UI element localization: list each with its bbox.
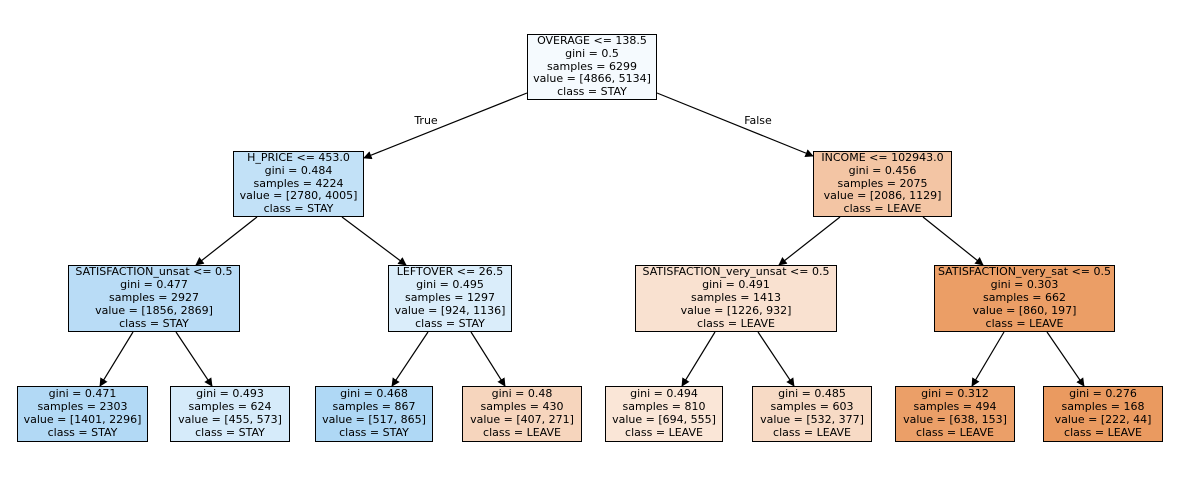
edge-income-left xyxy=(778,216,841,266)
node-gini: gini = 0.276 xyxy=(1069,387,1137,401)
node-value: value = [2780, 4005] xyxy=(239,189,358,203)
tree-leaf-5: gini = 0.494 samples = 810 value = [694,… xyxy=(605,386,723,442)
node-samples: samples = 1297 xyxy=(405,291,495,305)
edge-satverysat-left xyxy=(971,331,1005,387)
node-class: class = LEAVE xyxy=(843,202,922,216)
node-value: value = [924, 1136] xyxy=(394,303,506,317)
tree-node-income: INCOME <= 102943.0 gini = 0.456 samples … xyxy=(813,151,952,217)
node-samples: samples = 867 xyxy=(332,400,416,414)
node-gini: gini = 0.312 xyxy=(921,387,989,401)
node-condition: H_PRICE <= 453.0 xyxy=(247,150,350,164)
node-condition: INCOME <= 102943.0 xyxy=(821,150,944,164)
edge-root-true xyxy=(363,92,528,160)
node-class: class = STAY xyxy=(415,316,485,330)
tree-leaf-2: gini = 0.493 samples = 624 value = [455,… xyxy=(170,386,290,442)
node-value: value = [532, 377] xyxy=(760,413,864,426)
node-gini: gini = 0.491 xyxy=(702,278,770,292)
edge-label-false: False xyxy=(744,114,772,127)
tree-leaf-1: gini = 0.471 samples = 2303 value = [140… xyxy=(17,386,148,442)
node-class: class = LEAVE xyxy=(985,316,1064,330)
node-value: value = [1226, 932] xyxy=(680,303,792,317)
node-samples: samples = 603 xyxy=(770,400,854,414)
node-gini: gini = 0.468 xyxy=(340,387,408,401)
node-samples: samples = 430 xyxy=(480,400,564,414)
node-class: class = STAY xyxy=(119,316,189,330)
node-class: class = STAY xyxy=(263,202,334,216)
tree-node-leftover: LEFTOVER <= 26.5 gini = 0.495 samples = … xyxy=(388,265,512,332)
node-gini: gini = 0.493 xyxy=(196,387,264,401)
node-samples: samples = 6299 xyxy=(547,59,637,73)
node-value: value = [4866, 5134] xyxy=(533,72,651,86)
tree-node-satisfaction-very-sat: SATISFACTION_very_sat <= 0.5 gini = 0.30… xyxy=(934,265,1115,332)
node-gini: gini = 0.485 xyxy=(778,387,846,401)
tree-leaf-8: gini = 0.276 samples = 168 value = [222,… xyxy=(1043,386,1163,442)
edge-income-right xyxy=(922,216,984,266)
node-gini: gini = 0.495 xyxy=(416,278,484,292)
node-samples: samples = 662 xyxy=(983,291,1066,305)
edge-label-true: True xyxy=(414,114,438,127)
edge-root-false xyxy=(656,92,814,158)
edge-leftover-left xyxy=(391,331,429,387)
node-gini: gini = 0.477 xyxy=(120,278,188,292)
node-samples: samples = 810 xyxy=(622,400,706,414)
node-class: class = STAY xyxy=(339,425,409,439)
node-condition: OVERAGE <= 138.5 xyxy=(537,33,647,47)
edge-satunsat-right xyxy=(175,331,213,387)
node-gini: gini = 0.5 xyxy=(565,46,619,60)
tree-node-hprice: H_PRICE <= 453.0 gini = 0.484 samples = … xyxy=(233,151,364,217)
node-gini: gini = 0.494 xyxy=(630,387,698,401)
node-value: value = [222, 44] xyxy=(1054,413,1152,426)
node-class: class = STAY xyxy=(557,85,627,99)
node-class: class = LEAVE xyxy=(483,425,561,439)
node-class: class = LEAVE xyxy=(697,316,775,330)
node-condition: SATISFACTION_very_sat <= 0.5 xyxy=(938,265,1111,279)
node-samples: samples = 624 xyxy=(188,400,272,414)
edge-satunsat-left xyxy=(99,331,134,387)
tree-node-satisfaction-very-unsat: SATISFACTION_very_unsat <= 0.5 gini = 0.… xyxy=(635,265,837,332)
node-class: class = LEAVE xyxy=(1064,425,1142,439)
node-samples: samples = 168 xyxy=(1061,400,1145,414)
edge-hprice-left xyxy=(195,216,258,266)
node-samples: samples = 2075 xyxy=(837,176,928,190)
edge-leftover-right xyxy=(470,331,506,387)
node-class: class = LEAVE xyxy=(916,425,994,439)
tree-node-satisfaction-unsat: SATISFACTION_unsat <= 0.5 gini = 0.477 s… xyxy=(68,265,240,332)
node-samples: samples = 494 xyxy=(913,400,997,414)
tree-leaf-7: gini = 0.312 samples = 494 value = [638,… xyxy=(895,386,1015,442)
node-gini: gini = 0.456 xyxy=(848,163,917,177)
node-class: class = STAY xyxy=(195,425,265,439)
node-value: value = [638, 153] xyxy=(903,413,1007,426)
node-class: class = STAY xyxy=(47,425,118,439)
edge-hprice-right xyxy=(341,216,407,266)
node-condition: LEFTOVER <= 26.5 xyxy=(396,265,504,279)
node-value: value = [455, 573] xyxy=(178,413,282,426)
node-value: value = [860, 197] xyxy=(972,303,1077,317)
node-value: value = [2086, 1129] xyxy=(823,189,942,203)
node-class: class = LEAVE xyxy=(773,425,851,439)
node-value: value = [1401, 2296] xyxy=(23,413,142,426)
node-samples: samples = 2927 xyxy=(109,291,199,305)
edge-satveryunsat-left xyxy=(681,331,716,387)
tree-leaf-4: gini = 0.48 samples = 430 value = [407, … xyxy=(462,386,582,442)
tree-leaf-3: gini = 0.468 samples = 867 value = [517,… xyxy=(315,386,433,442)
node-condition: SATISFACTION_unsat <= 0.5 xyxy=(75,265,233,279)
node-value: value = [407, 271] xyxy=(470,413,574,426)
node-condition: SATISFACTION_very_unsat <= 0.5 xyxy=(642,265,830,279)
tree-node-root: OVERAGE <= 138.5 gini = 0.5 samples = 62… xyxy=(527,34,657,100)
node-gini: gini = 0.484 xyxy=(264,163,333,177)
node-gini: gini = 0.48 xyxy=(491,387,553,401)
edge-satveryunsat-right xyxy=(757,331,795,387)
node-value: value = [517, 865] xyxy=(322,413,426,426)
node-value: value = [1856, 2869] xyxy=(95,303,213,317)
node-value: value = [694, 555] xyxy=(612,413,716,426)
node-samples: samples = 2303 xyxy=(37,400,128,414)
node-gini: gini = 0.471 xyxy=(48,387,117,401)
node-samples: samples = 4224 xyxy=(253,176,344,190)
node-samples: samples = 1413 xyxy=(691,291,781,305)
edge-satverysat-right xyxy=(1046,331,1085,387)
tree-leaf-6: gini = 0.485 samples = 603 value = [532,… xyxy=(752,386,872,442)
node-gini: gini = 0.303 xyxy=(990,278,1059,292)
node-class: class = LEAVE xyxy=(625,425,703,439)
